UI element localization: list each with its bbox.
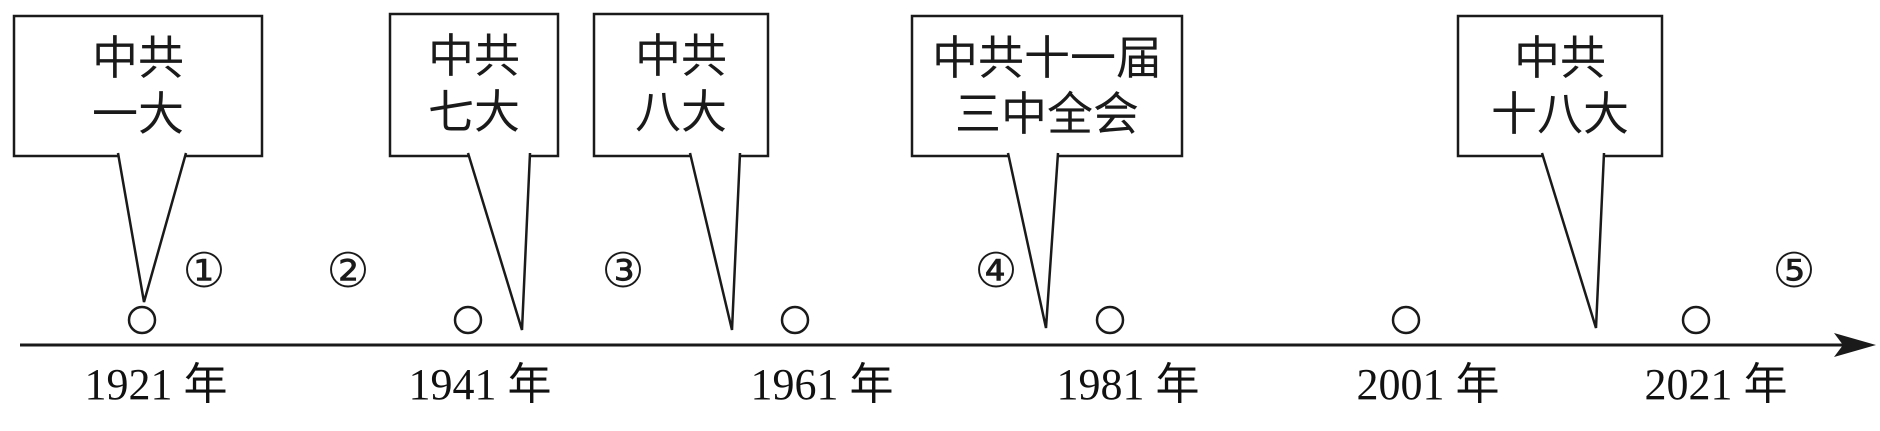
timeline-node-1941 [453, 305, 483, 335]
callout-label-line1: 中共十一届 [932, 33, 1162, 84]
marker-circled-1: ① [182, 243, 225, 299]
marker-circled-3: ③ [601, 243, 644, 299]
callout-box [388, 12, 560, 158]
callout-pointer [1006, 152, 1060, 329]
callout-label-line2: 八大 [635, 87, 727, 138]
callout-label-line2: 十八大 [1491, 89, 1629, 140]
callout-label-line1: 中共 [92, 33, 184, 84]
timeline-node-1981 [1095, 305, 1125, 335]
year-label-2001: 2001 年 [1357, 360, 1500, 409]
timeline-node-1961 [780, 305, 810, 335]
callout-pointer [116, 152, 188, 303]
callout-label-line1: 中共 [1514, 33, 1606, 84]
marker-circled-2: ② [326, 243, 369, 299]
callout-pointer [688, 152, 742, 331]
marker-circled-5: ⑤ [1772, 243, 1815, 299]
year-label-2021: 2021 年 [1645, 360, 1788, 409]
year-label-1941: 1941 年 [409, 360, 552, 409]
callout-box [1456, 14, 1664, 158]
callout-pointer [466, 152, 532, 331]
year-label-1961: 1961 年 [751, 360, 894, 409]
callout-box [12, 14, 264, 158]
callout-box [592, 12, 770, 158]
marker-circled-4: ④ [974, 243, 1017, 299]
timeline-node-2021 [1681, 305, 1711, 335]
callout-label-line1: 中共 [635, 31, 727, 82]
callout-cpc-first-congress: 中共 一大 [12, 14, 264, 303]
year-label-1981: 1981 年 [1057, 360, 1200, 409]
callout-label-line2: 七大 [428, 87, 520, 138]
callout-box [910, 14, 1184, 158]
callout-label-line1: 中共 [428, 31, 520, 82]
timeline-arrowhead-icon [1834, 333, 1876, 357]
callout-cpc-7th-congress: 中共 七大 [388, 12, 560, 331]
callout-label-line2: 一大 [92, 89, 184, 140]
callout-3rd-plenum-11th-cc: 中共十一届 三中全会 [910, 14, 1184, 329]
timeline-node-1921 [127, 305, 157, 335]
callout-pointer [1540, 152, 1606, 329]
callout-cpc-8th-congress: 中共 八大 [592, 12, 770, 331]
callout-cpc-18th-congress: 中共 十八大 [1456, 14, 1664, 329]
timeline-node-2001 [1391, 305, 1421, 335]
callout-label-line2: 三中全会 [955, 89, 1139, 140]
year-label-1921: 1921 年 [85, 360, 228, 409]
